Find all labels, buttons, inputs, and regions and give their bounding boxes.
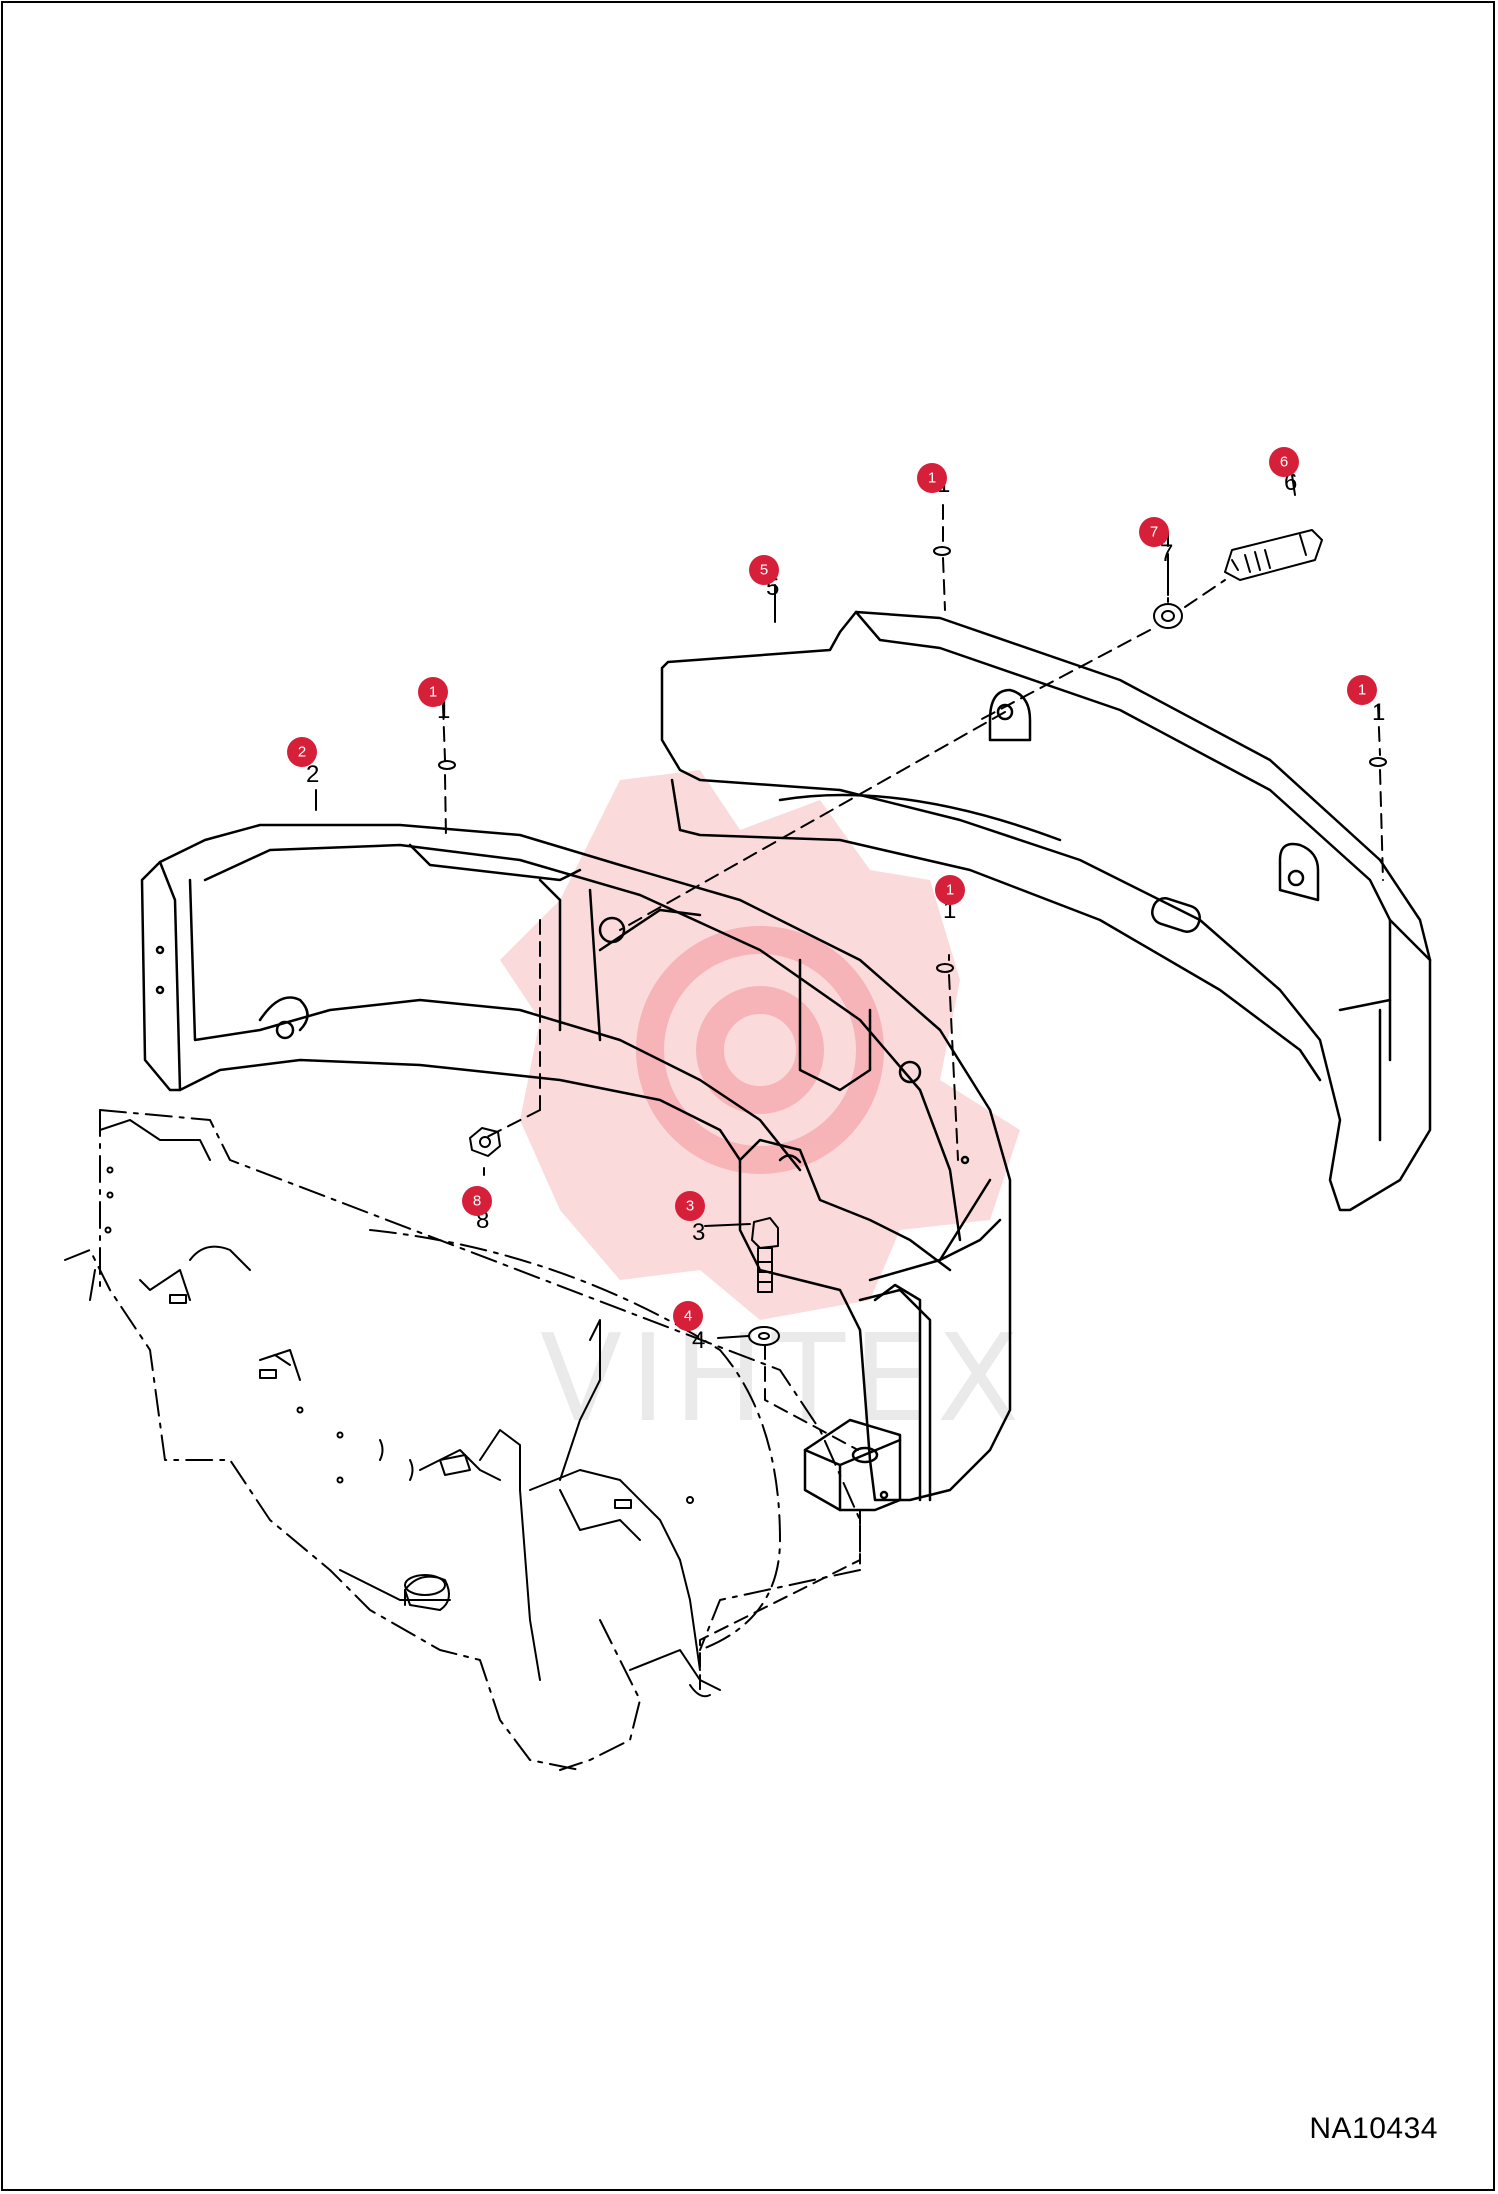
svg-text:1: 1 [928, 470, 936, 487]
bolt-front [751, 1217, 779, 1293]
callout-4: 4 [673, 1301, 703, 1331]
svg-text:2: 2 [306, 761, 319, 788]
callout-2: 2 [287, 737, 317, 767]
svg-text:4: 4 [692, 1327, 705, 1354]
callout-8: 8 [462, 1186, 492, 1216]
svg-text:2: 2 [298, 744, 306, 761]
drawing-code: NA10434 [1309, 2112, 1438, 2145]
svg-text:1: 1 [1372, 699, 1385, 726]
front-counterweight [140, 823, 1012, 1502]
svg-text:4: 4 [684, 1308, 692, 1325]
watermark-logo [500, 770, 1020, 1320]
svg-text:1: 1 [429, 684, 437, 701]
svg-text:1: 1 [946, 882, 954, 899]
svg-text:3: 3 [686, 1198, 694, 1215]
callout-1-top-center: 1 [917, 463, 947, 493]
rear-counterweight [660, 610, 1432, 1212]
machine-frame-phantom [64, 1109, 861, 1771]
watermark-text: VIHTEX [540, 1310, 1027, 1449]
callout-3: 3 [675, 1191, 705, 1221]
callout-1-left: 1 [418, 677, 448, 707]
svg-text:1: 1 [1358, 682, 1366, 699]
callout-5: 5 [749, 555, 779, 585]
callout-1-middle: 1 [935, 875, 965, 905]
callout-6: 6 [1269, 447, 1299, 477]
hitch-block [803, 1418, 902, 1512]
lock-washers [438, 546, 1387, 973]
nut-front [469, 1127, 501, 1157]
washer-rear [1153, 603, 1183, 629]
bolt-rear [1224, 529, 1323, 581]
svg-text:8: 8 [473, 1193, 481, 1210]
callout-leaders [315, 474, 1296, 1339]
svg-text:3: 3 [692, 1219, 705, 1246]
svg-text:7: 7 [1160, 540, 1173, 567]
callout-1-right: 1 [1347, 675, 1377, 705]
machine-frame-brackets [89, 1119, 721, 1698]
svg-text:7: 7 [1150, 524, 1158, 541]
assembly-leader-lines [442, 504, 1384, 1691]
callout-7: 7 [1139, 517, 1169, 547]
svg-text:6: 6 [1280, 454, 1288, 471]
svg-text:5: 5 [760, 562, 768, 579]
